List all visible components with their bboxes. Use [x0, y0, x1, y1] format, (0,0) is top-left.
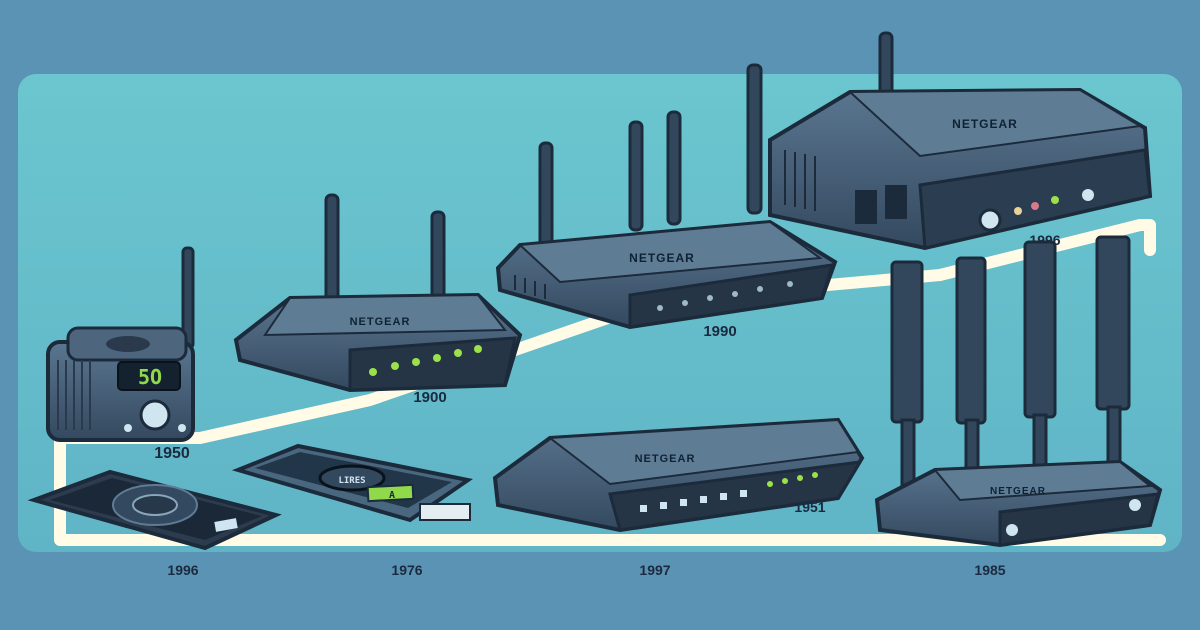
phone-center-battery: A — [389, 490, 395, 501]
router-two-antenna-year: 1900 — [413, 389, 446, 406]
timeline-label: 1996 — [167, 562, 198, 578]
router-long-year: 1951 — [794, 499, 825, 515]
router-two-antenna-device — [233, 193, 523, 393]
router-top-device — [746, 31, 1153, 251]
router-long-brand: NETGEAR — [635, 453, 696, 465]
router-top-brand: NETGEAR — [952, 117, 1018, 131]
timeline-labels: 1996 1976 1997 1985 — [167, 562, 1005, 578]
router-long-device — [492, 417, 865, 533]
phone-left-device — [27, 469, 282, 551]
timeline-label: 1985 — [974, 562, 1005, 578]
phone-center-display: LIRES — [338, 476, 365, 486]
router-four-antenna-device — [874, 235, 1163, 548]
router-three-antenna-year: 1990 — [703, 323, 736, 340]
modem-year: 1950 — [154, 445, 190, 462]
router-two-antenna-brand: NETGEAR — [350, 316, 411, 328]
phone-center-device — [231, 443, 474, 523]
modem-display: 5O — [138, 365, 162, 389]
router-three-antenna-brand: NETGEAR — [629, 251, 695, 265]
timeline-label: 1976 — [391, 562, 422, 578]
timeline-label: 1997 — [639, 562, 670, 578]
router-three-antenna-device — [495, 110, 838, 330]
modem-device: 5O — [46, 246, 195, 442]
router-four-antenna-brand: NETGEAR — [990, 486, 1046, 497]
